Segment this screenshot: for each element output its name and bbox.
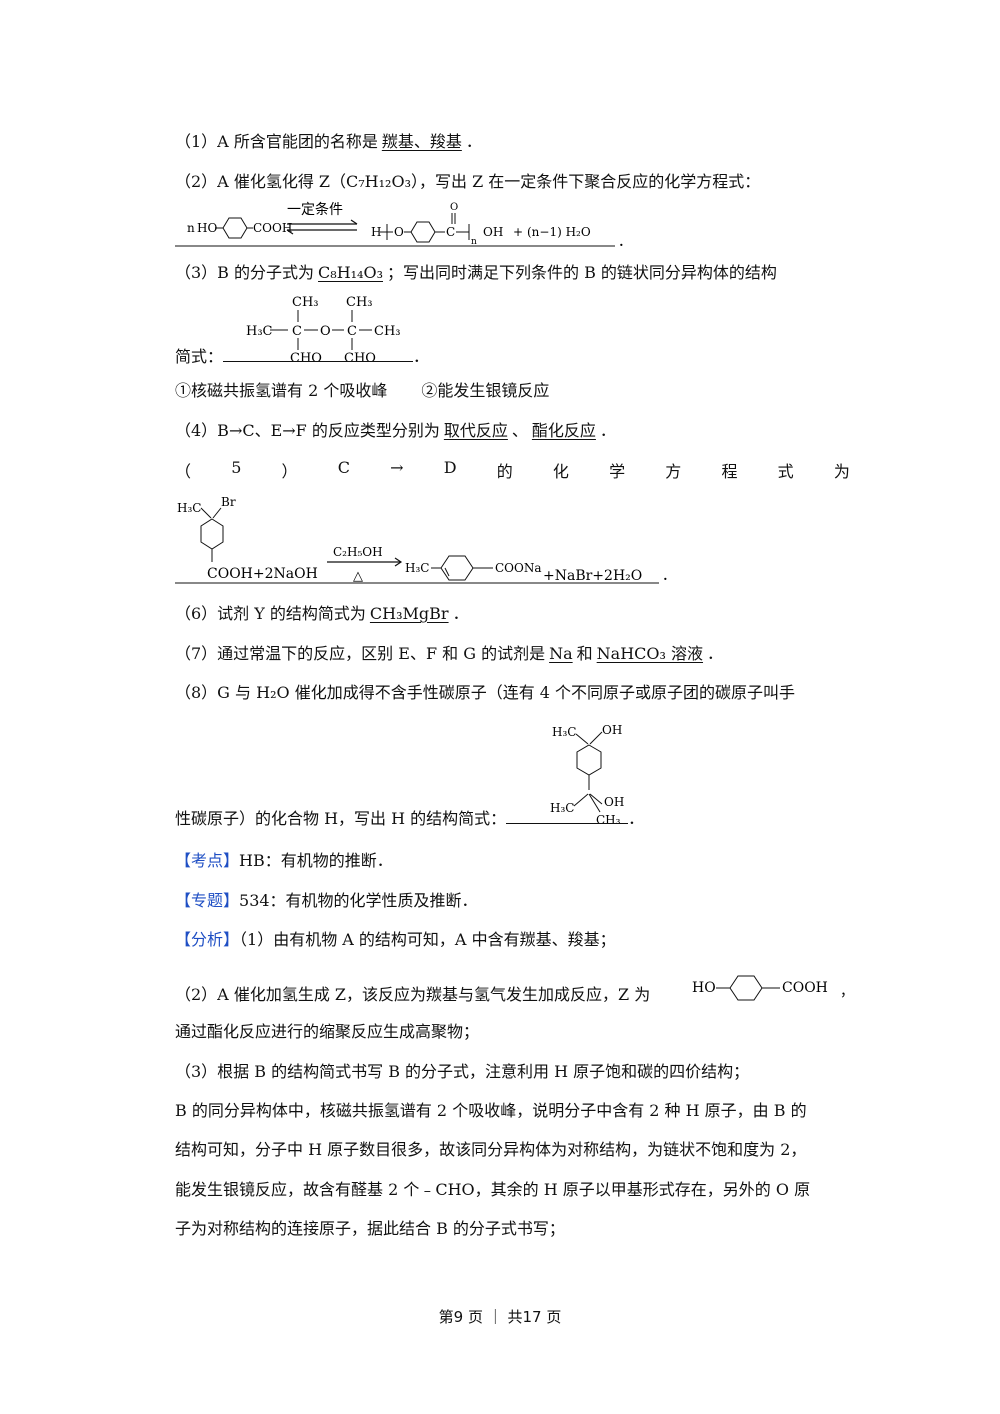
svg-text:+NaBr+2H₂O: +NaBr+2H₂O [543, 568, 642, 584]
polymerization-equation: n HO COOH 一定条件 H O C O n OH [175, 200, 635, 250]
svg-text:+: + [513, 225, 523, 239]
compound-z-structure: HO COOH ， [690, 970, 850, 1006]
svg-text:CHO: CHO [290, 351, 322, 366]
eq-ho: HO [197, 221, 217, 235]
compound-h-structure: H₃C OH H₃C OH CH₃ [540, 720, 660, 828]
eq-n: n [187, 221, 195, 235]
svg-text:H₃C: H₃C [550, 801, 574, 815]
svg-text:C: C [446, 225, 455, 239]
svg-text:n: n [471, 237, 477, 247]
svg-text:CH₃: CH₃ [346, 295, 373, 310]
answer-8-blank [506, 823, 629, 824]
question-5: （ 5 ） C → D 的 化 学 方 程 式 为 [175, 458, 850, 481]
svg-text:COOH: COOH [782, 980, 828, 996]
svg-text:COOH+2NaOH: COOH+2NaOH [207, 566, 318, 582]
svg-text:H₃C: H₃C [552, 725, 576, 739]
answer-4a: 取代反应 [443, 421, 508, 440]
eq-water: (n−1) H₂O [527, 225, 591, 239]
svg-text:H₃C: H₃C [177, 501, 201, 515]
answer-6: CH₃MgBr [369, 604, 449, 623]
fenxi-tag: 【分析】 [175, 930, 240, 949]
answer-3-formula: C₈H₁₄O₃ [318, 263, 383, 282]
ring-product [440, 555, 474, 581]
analysis-3-line-3: 结构可知，分子中 H 原子数目很多，故该同分异构体为对称结构，为链状不饱和度为 … [175, 1140, 807, 1159]
analysis-3-line-1: （3）根据 B 的结构简式书写 B 的分子式，注意利用 H 原子饱和碳的四价结构… [175, 1062, 750, 1081]
analysis-3-line-2: B 的同分异构体中，核磁共振氢谱有 2 个吸收峰，说明分子中含有 2 种 H 原… [175, 1101, 807, 1120]
svg-text:O: O [394, 225, 404, 239]
ring-bromo [200, 518, 224, 550]
svg-text:．: ． [618, 234, 632, 250]
svg-text:CH₃: CH₃ [292, 295, 319, 310]
svg-text:H: H [371, 225, 381, 239]
svg-text:△: △ [353, 569, 363, 584]
page-footer: 第9 页 ｜ 共17 页 [438, 1308, 562, 1326]
ring-h [576, 744, 602, 776]
isomer-structure: CH₃ CH₃ H₃C C O C CH₃ CHO CHO [244, 292, 414, 368]
eq-cooh: COOH [253, 221, 292, 235]
svg-text:H₃C: H₃C [405, 561, 429, 575]
svg-text:OH: OH [483, 225, 503, 239]
analysis-2: （2）A 催化加氢生成 Z，该反应为羰基与氢气发生加成反应，Z 为 [175, 985, 651, 1004]
elimination-equation: H₃C Br COOH+2NaOH C₂H₅OH △ H₃C COONa +Na… [175, 494, 675, 586]
svg-text:，: ， [840, 984, 850, 1000]
svg-text:H₃C: H₃C [246, 324, 273, 339]
analysis-3-line-4: 能发生银镜反应，故含有醛基 2 个﹣CHO，其余的 H 原子以甲基形式存在，另外… [175, 1180, 811, 1199]
answer-3-structure-blank [223, 361, 414, 362]
svg-text:Br: Br [221, 495, 236, 509]
answer-7b: NaHCO₃ 溶液 [596, 644, 704, 663]
kaodian-line: 【考点】HB：有机物的推断． [175, 851, 393, 870]
zhuanti-line: 【专题】534：有机物的化学性质及推断． [175, 891, 478, 910]
cyclohexane-ring [222, 217, 248, 239]
svg-text:HO: HO [692, 980, 716, 996]
kaodian-tag: 【考点】 [175, 851, 240, 870]
svg-text:．: ． [662, 568, 675, 584]
question-3-label: 简式：． [175, 347, 430, 366]
question-8: （8）G 与 H₂O 催化加成得不含手性碳原子（连有 4 个不同原子或原子团的碳… [175, 683, 796, 702]
svg-text:O: O [320, 324, 331, 339]
eq-condition: 一定条件 [287, 201, 343, 218]
question-4: （4）B→C、E→F 的反应类型分别为取代反应、酯化反应． [175, 421, 616, 440]
svg-text:C: C [292, 324, 302, 339]
svg-text:CH₃: CH₃ [374, 324, 401, 339]
answer-4b: 酯化反应 [531, 421, 596, 440]
question-2: （2）A 催化氢化得 Z（C₇H₁₂O₃），写出 Z 在一定条件下聚合反应的化学… [175, 172, 761, 191]
svg-text:CHO: CHO [344, 351, 376, 366]
svg-text:C: C [347, 324, 357, 339]
question-8-continued: 性碳原子）的化合物 H，写出 H 的结构简式：． [175, 809, 645, 828]
question-1: （1）A 所含官能团的名称是羰基、羧基． [175, 132, 482, 151]
svg-text:C₂H₅OH: C₂H₅OH [333, 545, 383, 559]
fenxi-line: 【分析】（1）由有机物 A 的结构可知，A 中含有羰基、羧基； [175, 930, 616, 949]
answer-1: 羰基、羧基 [381, 132, 462, 151]
analysis-3-line-5: 子为对称结构的连接原子，据此结合 B 的分子式书写； [175, 1219, 565, 1238]
zhuanti-tag: 【专题】 [175, 891, 240, 910]
svg-text:O: O [450, 202, 458, 213]
ring-z [729, 975, 763, 1001]
svg-text:OH: OH [604, 795, 624, 809]
analysis-2-continued: 通过酯化反应进行的缩聚反应生成高聚物； [175, 1022, 480, 1041]
answer-7a: Na [549, 644, 573, 663]
svg-text:OH: OH [602, 723, 622, 737]
svg-text:COONa: COONa [495, 561, 542, 575]
